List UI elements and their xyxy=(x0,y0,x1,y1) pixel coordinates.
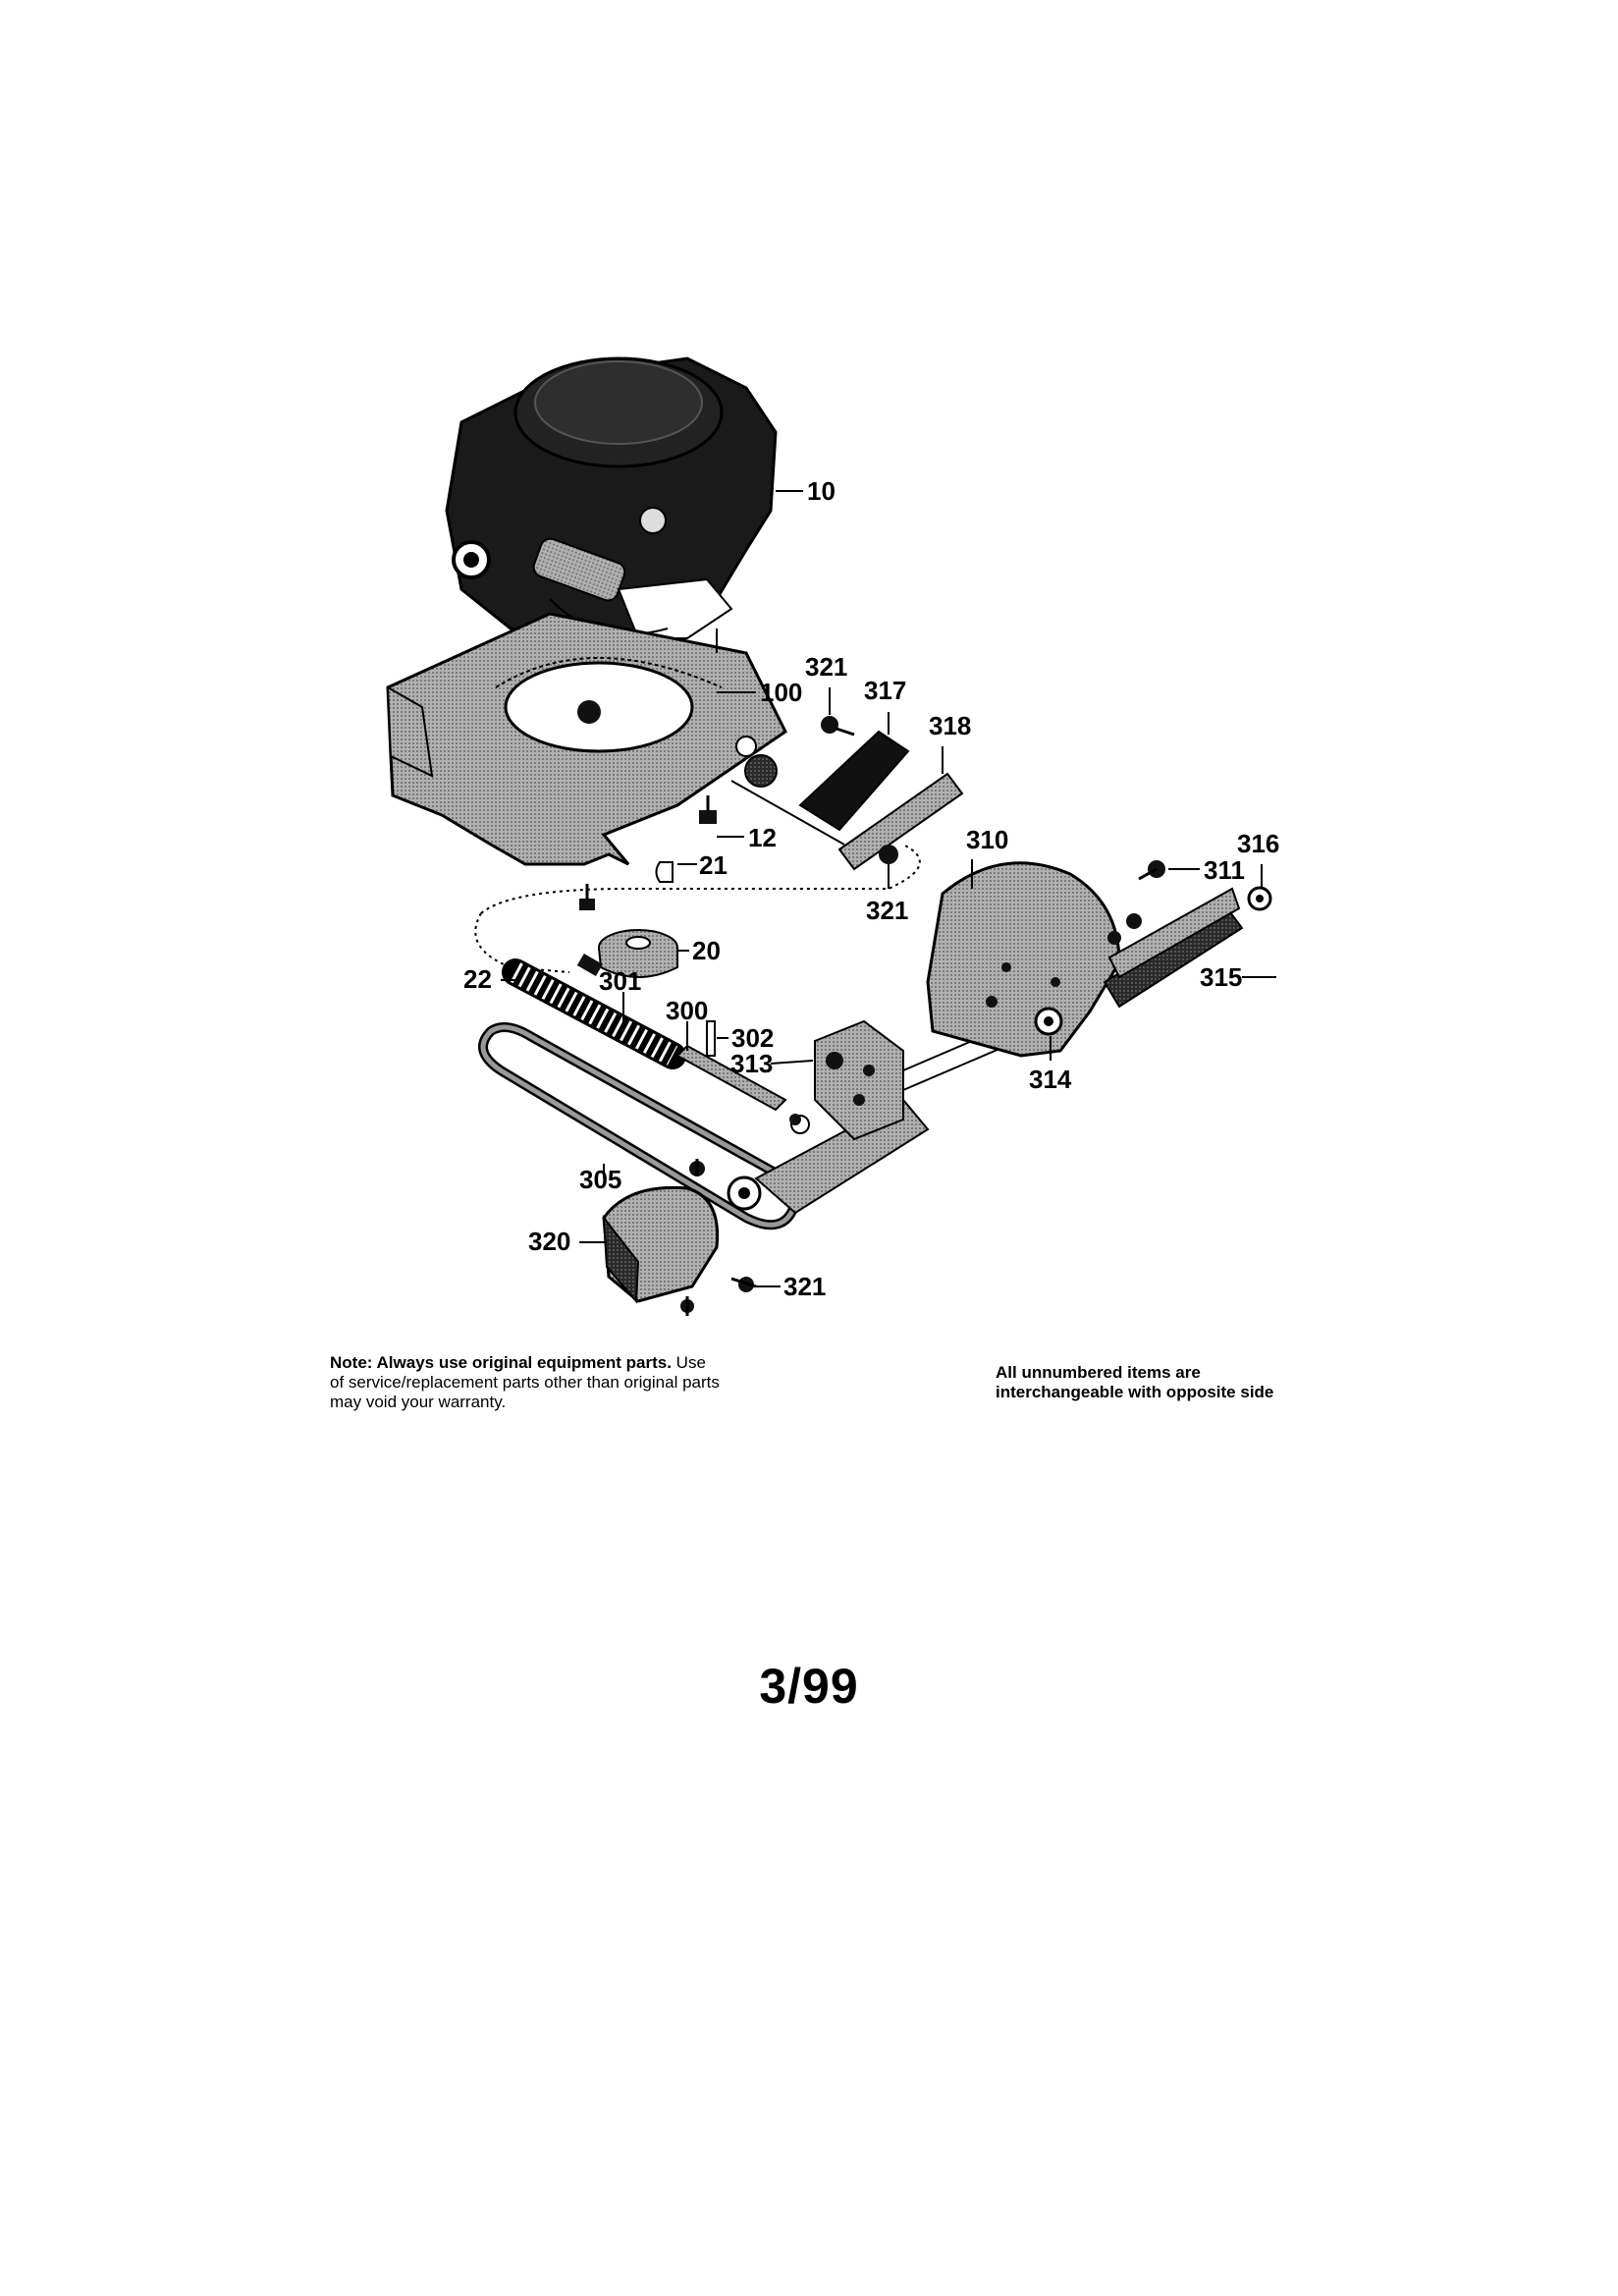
note-regular-text: Use of service/replacement parts other t… xyxy=(330,1353,720,1411)
leader-lines xyxy=(501,490,1276,1287)
callout-316: 316 xyxy=(1237,829,1279,858)
note-bold-text: Note: Always use original equipment part… xyxy=(330,1353,672,1372)
callout-20: 20 xyxy=(692,936,721,965)
callout-317: 317 xyxy=(864,676,906,705)
callout-305: 305 xyxy=(579,1165,621,1194)
bolts-311 xyxy=(1107,860,1165,945)
callout-310: 310 xyxy=(966,825,1008,854)
pin-302 xyxy=(706,1020,716,1057)
callout-315: 315 xyxy=(1200,962,1242,992)
callout-320: 320 xyxy=(528,1227,570,1256)
part-318-bar xyxy=(837,772,964,871)
callout-22: 22 xyxy=(463,964,492,994)
bolt-deck-lower xyxy=(579,884,595,910)
callout-302: 302 xyxy=(731,1023,774,1053)
page-number: 3/99 xyxy=(759,1659,859,1714)
callout-300: 300 xyxy=(666,996,708,1025)
callout-321-upper: 321 xyxy=(805,652,847,682)
bolt-321-mid xyxy=(879,845,898,864)
belt-305 xyxy=(478,1022,801,1230)
rod-line xyxy=(730,780,845,846)
part-301 xyxy=(576,953,603,977)
guard-310 xyxy=(926,861,1121,1058)
spring-22 xyxy=(502,958,686,1069)
callout-10: 10 xyxy=(807,476,836,506)
callout-314: 314 xyxy=(1029,1065,1072,1094)
callout-321-lower: 321 xyxy=(783,1272,826,1301)
rod-300 xyxy=(675,1044,787,1112)
mower-deck xyxy=(386,612,787,866)
bolt-12 xyxy=(699,795,717,824)
callout-321-mid: 321 xyxy=(866,896,908,925)
callout-12: 12 xyxy=(748,823,777,852)
interchangeable-note: All unnumbered items are interchangeable… xyxy=(996,1363,1274,1401)
bolt-321-upper xyxy=(821,716,855,737)
blade-315 xyxy=(1103,887,1244,1009)
callout-301: 301 xyxy=(599,966,641,996)
washer-314 xyxy=(1034,1007,1063,1036)
callout-318: 318 xyxy=(929,711,971,740)
original-parts-note: Note: Always use original equipment part… xyxy=(330,1353,723,1412)
nut-316 xyxy=(1247,886,1272,911)
callout-21: 21 xyxy=(699,850,728,880)
callout-313: 313 xyxy=(730,1049,773,1078)
rear-cover-320 xyxy=(602,1159,757,1316)
callout-311: 311 xyxy=(1204,855,1245,885)
key-21 xyxy=(655,861,674,883)
engine xyxy=(445,356,778,650)
part-317-plate xyxy=(798,730,910,832)
callout-100: 100 xyxy=(760,678,802,707)
pulley-20 xyxy=(598,929,678,978)
